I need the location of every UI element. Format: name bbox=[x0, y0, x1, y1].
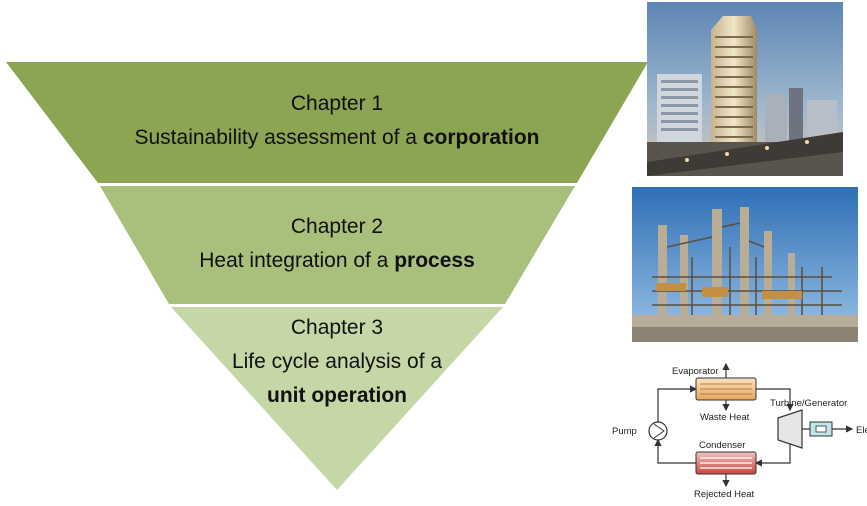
chapter-3-text: Chapter 3 Life cycle analysis of a unit … bbox=[170, 311, 504, 413]
chapter-3-subtitle-bold: unit operation bbox=[170, 379, 504, 413]
pump-icon bbox=[648, 421, 668, 441]
chapter-2-subtitle: Heat integration of a process bbox=[100, 244, 574, 278]
refinery-photo bbox=[632, 187, 858, 342]
chapter-1-text: Chapter 1 Sustainability assessment of a… bbox=[100, 87, 574, 155]
chapter-1-subtitle-bold: corporation bbox=[422, 126, 540, 149]
chapter-3-band bbox=[171, 307, 503, 490]
turbine-generator-label: Turbine/Generator bbox=[770, 398, 847, 409]
chapter-3-bold-text: unit operation bbox=[267, 384, 407, 407]
cycle-piping bbox=[654, 362, 854, 488]
waste-heat-label: Waste Heat bbox=[700, 412, 750, 423]
chapter-1-title: Chapter 1 bbox=[290, 92, 384, 115]
generator-icon bbox=[802, 421, 833, 437]
skyscraper-image bbox=[647, 2, 843, 176]
electricity-label: Ele bbox=[856, 425, 867, 436]
condenser-label: Condenser bbox=[699, 440, 745, 451]
chapter-1-subtitle: Sustainability assessment of a corporati… bbox=[100, 121, 574, 155]
chapter-2-subtitle-bold: process bbox=[394, 249, 475, 272]
refinery-image bbox=[632, 187, 858, 342]
chapter-1-subtitle-prefix: Sustainability assessment of a bbox=[134, 126, 423, 149]
chapter-3-subtitle-prefix: Life cycle analysis of a bbox=[231, 350, 443, 373]
corporation-photo bbox=[647, 2, 843, 176]
chapter-3-title: Chapter 3 bbox=[290, 316, 384, 339]
chapter-2-band bbox=[100, 186, 575, 304]
rejected-heat-label: Rejected Heat bbox=[694, 489, 755, 500]
evaporator-label: Evaporator bbox=[672, 366, 718, 377]
pump-label: Pump bbox=[612, 426, 637, 437]
turbine-icon bbox=[777, 409, 803, 449]
chapter-2-text: Chapter 2 Heat integration of a process bbox=[100, 210, 574, 278]
chapter-1-band bbox=[6, 62, 648, 183]
chapter-2-subtitle-prefix: Heat integration of a bbox=[199, 249, 395, 272]
chapter-2-title: Chapter 2 bbox=[290, 215, 384, 238]
rankine-cycle-diagram: Evaporator Waste Heat Pump Turbine/Gener… bbox=[612, 362, 867, 500]
